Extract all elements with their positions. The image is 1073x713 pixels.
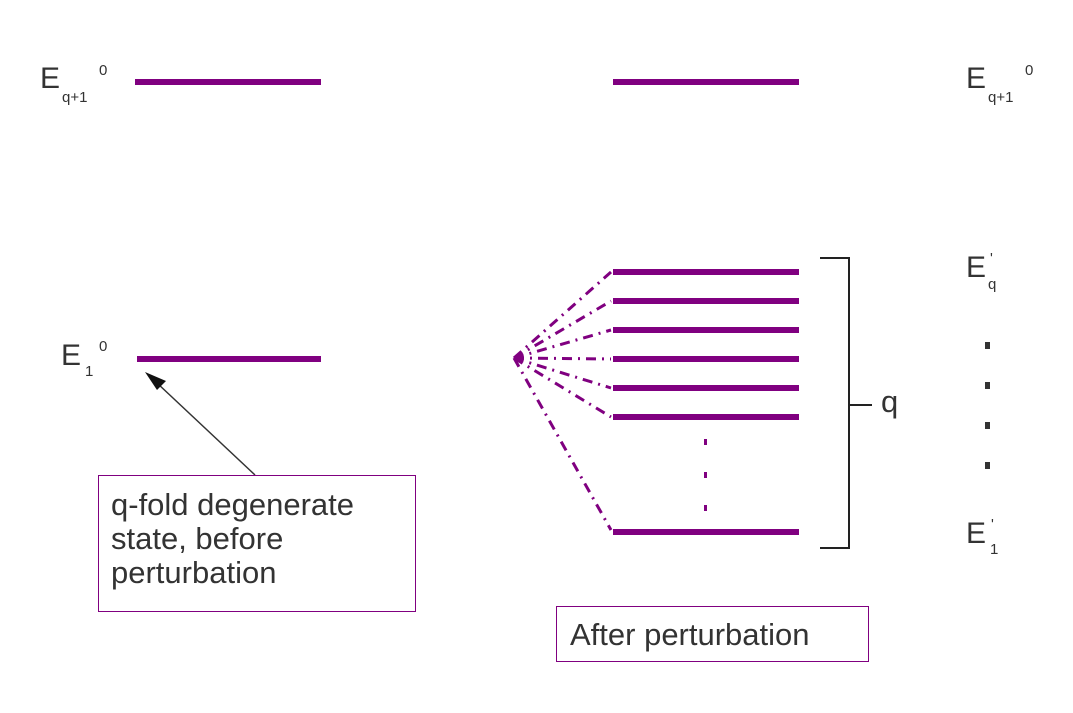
box-line: perturbation — [111, 555, 277, 590]
label-subscript: q — [988, 276, 997, 293]
fan-line — [513, 328, 612, 360]
q-bracket — [820, 257, 872, 549]
energy-levels — [135, 79, 799, 535]
label-e-q-prime: E q ' — [966, 251, 996, 292]
after-perturbation-box: After perturbation — [556, 606, 869, 662]
bracket-label-q: q — [881, 384, 899, 419]
label-e-1-prime: E 1 ' — [966, 517, 998, 557]
label-superscript: 0 — [99, 62, 108, 79]
label-superscript: 0 — [99, 338, 108, 355]
fan-line — [512, 357, 613, 531]
label-superscript: ' — [990, 250, 993, 267]
label-subscript: 1 — [990, 541, 999, 558]
fan-line — [513, 356, 612, 419]
split-ellipsis — [704, 439, 707, 511]
label-e-1-zero: E 1 0 — [61, 339, 107, 379]
label-e-q-plus-1-zero-right: E q+1 0 — [966, 62, 1033, 105]
fan-line — [513, 356, 612, 390]
label-e-q-plus-1-zero-left: E q+1 0 — [40, 62, 107, 105]
fan-line — [513, 356, 612, 361]
label-base: E — [40, 62, 61, 95]
fan-line — [513, 299, 612, 360]
pointer-arrow — [145, 372, 256, 476]
box-line: q-fold degenerate — [111, 487, 355, 522]
after-perturbation-label: After perturbation — [570, 617, 810, 652]
label-superscript: ' — [991, 516, 994, 533]
fan-line — [513, 270, 612, 360]
label-base: E — [966, 62, 987, 95]
label-subscript: q+1 — [62, 89, 88, 106]
label-subscript: 1 — [85, 363, 94, 380]
label-superscript: 0 — [1025, 62, 1034, 79]
label-base: E — [966, 251, 987, 284]
before-perturbation-box: q-fold degenerate state, before perturba… — [98, 475, 416, 612]
label-base: E — [966, 517, 987, 550]
box-line: state, before — [111, 521, 284, 556]
label-base: E — [61, 339, 82, 372]
label-subscript: q+1 — [988, 89, 1014, 106]
right-ellipsis — [985, 342, 990, 469]
splitting-fan — [512, 270, 613, 531]
